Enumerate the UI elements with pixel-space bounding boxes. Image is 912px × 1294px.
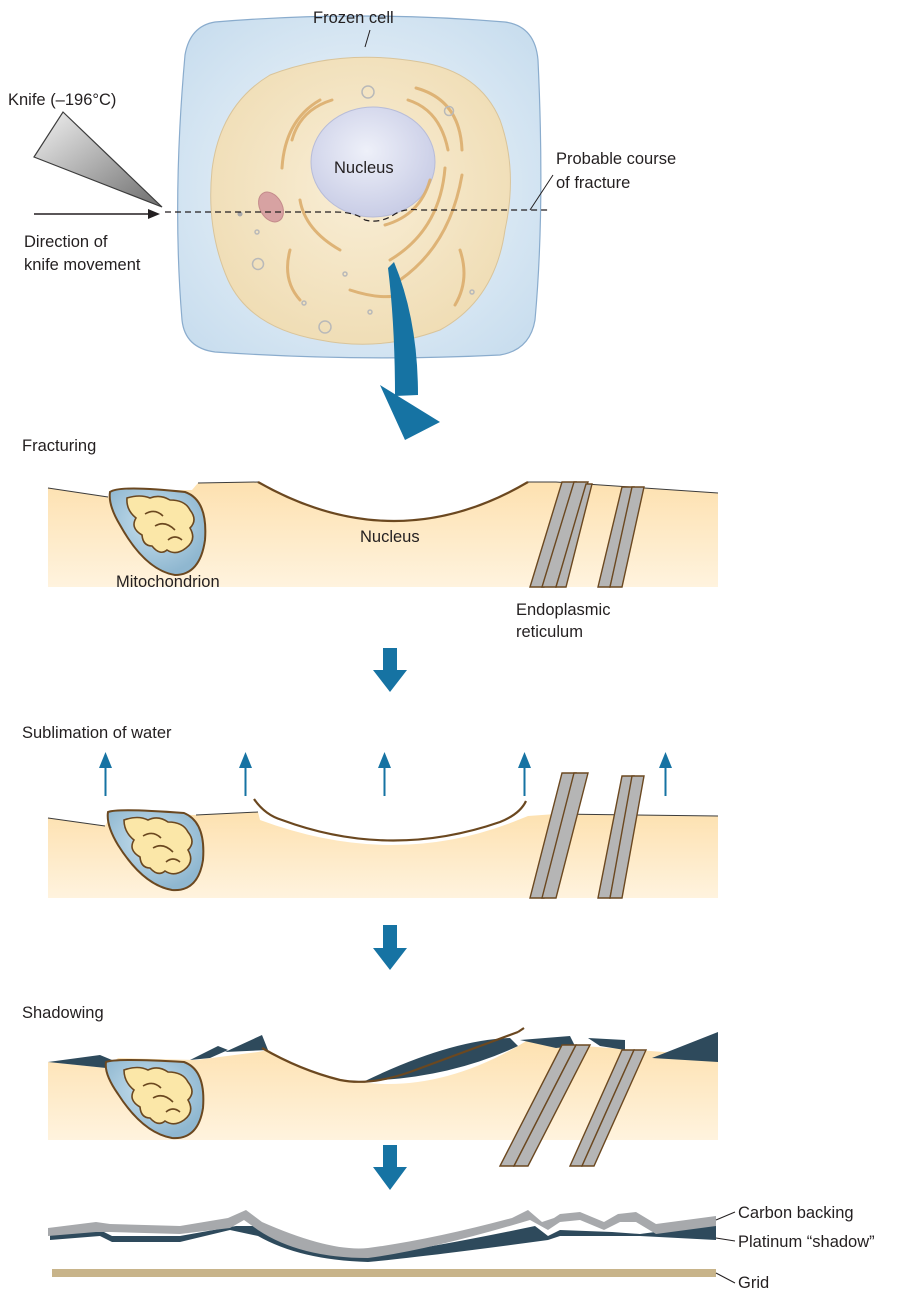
shadowing-section: Shadowing: [22, 1004, 718, 1166]
replica-grid: [52, 1269, 716, 1277]
label-shadowing: Shadowing: [22, 1004, 104, 1022]
label-knife: Knife (–196°C): [8, 91, 116, 109]
replica-section: Carbon backing Platinum “shadow” Grid: [48, 1204, 875, 1292]
label-fracture-2: of fracture: [556, 174, 630, 192]
fracturing-section: Fracturing Nucleus Mitochondrion Endopla…: [22, 437, 718, 641]
label-direction-2: knife movement: [24, 256, 141, 274]
label-platinum-shadow: Platinum “shadow”: [738, 1233, 875, 1251]
label-fracturing: Fracturing: [22, 437, 96, 455]
label-nucleus-fracture: Nucleus: [360, 528, 420, 546]
knife-icon: [34, 112, 162, 207]
down-arrow-3: [373, 1145, 407, 1190]
label-frozen-cell: Frozen cell: [313, 9, 394, 27]
label-nucleus-cell: Nucleus: [334, 159, 394, 177]
label-carbon-backing: Carbon backing: [738, 1204, 854, 1222]
carbon-leader: [716, 1212, 735, 1220]
sublimation-section: Sublimation of water: [22, 724, 718, 898]
label-grid: Grid: [738, 1274, 769, 1292]
label-er-2: reticulum: [516, 623, 583, 641]
down-arrow-2: [373, 925, 407, 970]
grid-leader: [716, 1273, 735, 1283]
label-fracture-1: Probable course: [556, 150, 676, 168]
label-direction-1: Direction of: [24, 233, 108, 251]
label-sublimation: Sublimation of water: [22, 724, 172, 742]
platinum-leader: [716, 1238, 735, 1241]
label-er-1: Endoplasmic: [516, 601, 610, 619]
down-arrow-1: [373, 648, 407, 692]
frozen-cell-section: Frozen cell Knife (–196°C) Nucleus Proba…: [8, 9, 676, 440]
label-mitochondrion: Mitochondrion: [116, 573, 220, 591]
